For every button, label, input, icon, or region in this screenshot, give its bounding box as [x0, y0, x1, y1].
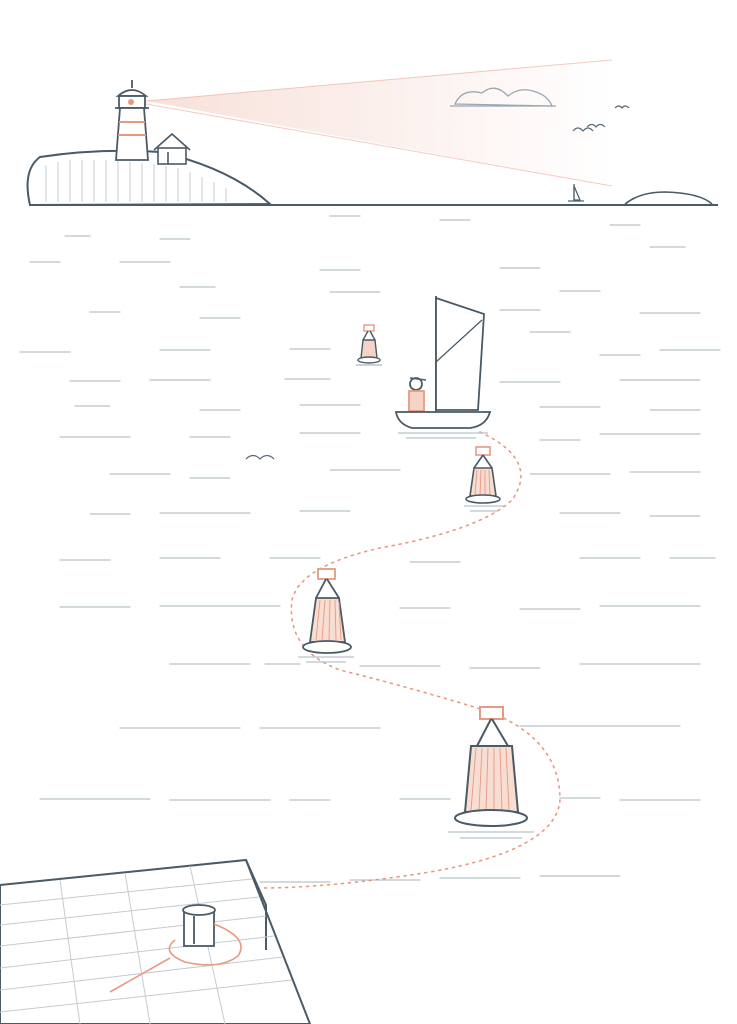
distant-sailboat — [568, 184, 584, 202]
mooring-rope — [109, 923, 242, 993]
distant-island — [624, 191, 713, 205]
cottage — [153, 132, 191, 165]
buoy-1 — [464, 446, 504, 512]
clouds — [450, 87, 556, 107]
sailor — [408, 377, 427, 412]
buoy-3 — [448, 706, 534, 839]
birds — [245, 105, 630, 460]
water-ripples — [19, 215, 721, 883]
buoy-far — [356, 324, 382, 366]
horizon — [30, 184, 718, 206]
mooring-bollard — [182, 904, 216, 947]
sailboat-with-sailor — [394, 296, 492, 439]
dotted-course — [259, 431, 561, 889]
buoy-2 — [298, 568, 354, 663]
lighthouse — [115, 80, 149, 161]
light-beam — [145, 59, 613, 187]
wooden-dock — [0, 858, 312, 1024]
